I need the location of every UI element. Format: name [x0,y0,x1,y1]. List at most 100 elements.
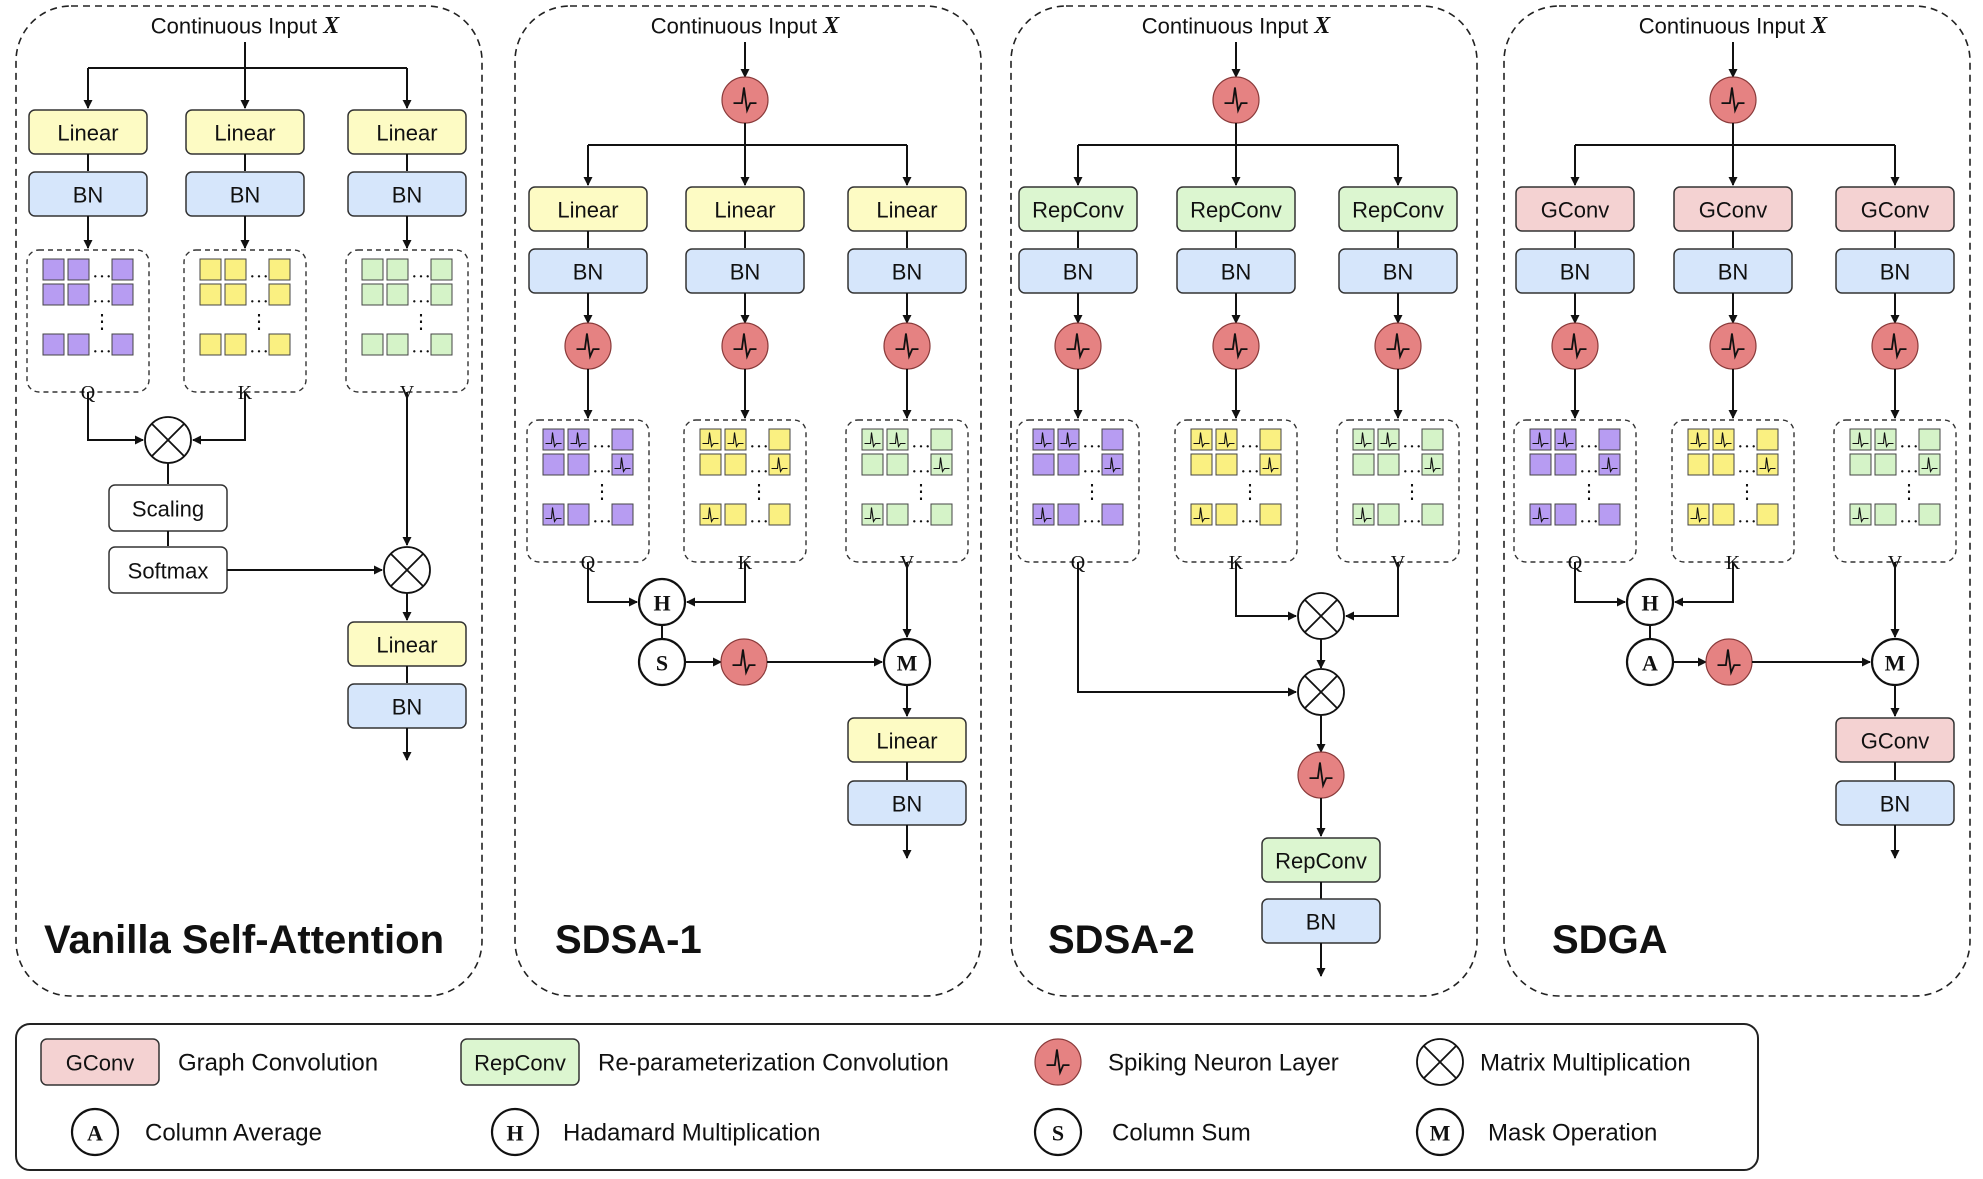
bn-block-label: BN [1560,260,1591,285]
matrix-vertical-ellipsis: ⋮ [1402,481,1422,503]
matrix-ellipsis: … [749,456,769,478]
matrix-cell [386,258,409,281]
cell-spike-icon [1690,432,1707,449]
spiking-neuron-icon [1709,322,1757,370]
matrix-ellipsis: … [911,506,931,528]
panel-title: SDGA [1552,918,1668,962]
matrix-ellipsis: … [1899,456,1919,478]
matrix-cell [1712,453,1735,476]
input-variable: X [1810,13,1828,39]
matrix-cell [386,333,409,356]
cell-spike-icon [1035,507,1052,524]
legend-label-mask: Mask Operation [1488,1120,1657,1147]
matrix-cell [1057,503,1080,526]
gconv-block-label: GConv [1699,198,1767,223]
matrix-q: ………⋮Q [26,249,150,404]
matrix-q-frame [1016,419,1140,563]
panel-frame [1010,5,1478,997]
matrix-q-frame [526,419,650,563]
cell-spike-icon [864,432,881,449]
spike-waveform-icon [895,333,919,360]
matrix-cell [268,333,291,356]
cell-spike-icon [570,432,587,449]
matrix-cell [611,428,634,451]
panel-title: SDSA-2 [1048,918,1195,962]
linear-block: Linear [528,186,648,232]
matrix-cell [111,333,134,356]
connector [1345,562,1399,621]
matrix-cell [724,453,747,476]
spiking-neuron-icon [883,322,931,370]
mask-op-letter: M [1885,651,1906,676]
repconv-block: RepConv [1338,186,1458,232]
cell-spike-icon [889,432,906,449]
bn-block: BN [185,171,305,217]
legend-hadamard-icon-letter: H [506,1121,523,1146]
matrix-cell [1918,503,1941,526]
linear-block: Linear [347,621,467,667]
linear-block-label: Linear [376,121,437,146]
matrix-k: ………⋮K [1671,419,1795,574]
linear-block-label: Linear [876,729,937,754]
bn-block-label: BN [1063,260,1094,285]
linear-block: Linear [28,109,148,155]
cell-spike-icon [1601,457,1618,474]
bn-block: BN [1835,248,1955,294]
spike-waveform-icon [1721,333,1745,360]
cell-spike-icon [1355,507,1372,524]
matrix-cell [361,258,384,281]
panel-frame [514,5,982,997]
repconv-block-label: RepConv [1190,198,1282,223]
scaling-block: Scaling [108,484,228,532]
legend-label-repconv: Re-parameterization Convolution [598,1050,949,1077]
matrix-q: ………⋮Q [1513,419,1637,574]
matrix-ellipsis: … [749,506,769,528]
connector [1674,562,1734,607]
linear-block: Linear [847,717,967,763]
matrix-cell [386,283,409,306]
matrix-ellipsis: … [1899,431,1919,453]
matrix-k-frame [1174,419,1298,563]
matrix-v-frame [345,249,469,393]
legend-average-icon-circle [70,1107,120,1157]
legend-sum-icon-circle [1033,1107,1083,1157]
hadamard-op: H [637,577,687,627]
linear-block-label: Linear [57,121,118,146]
matrix-q-frame [1513,419,1637,563]
matrix-ellipsis: … [592,431,612,453]
matrix-ellipsis: … [592,506,612,528]
cell-spike-icon [702,432,719,449]
matrix-v: ………⋮V [1336,419,1460,574]
connector [192,392,246,445]
column-average-op: A [1625,637,1675,687]
legend-label-sum: Column Sum [1112,1120,1251,1147]
cell-spike-icon [1852,432,1869,449]
legend-mask-icon-circle [1415,1107,1465,1157]
matrix-cell [67,333,90,356]
matrix-cell [67,258,90,281]
matrix-cell [567,453,590,476]
connector [1077,562,1297,697]
legend-mask-icon: M [1415,1107,1465,1157]
matrix-cell [42,333,65,356]
matrix-cell [567,503,590,526]
cell-spike-icon [1532,507,1549,524]
matrix-cell [1259,428,1282,451]
cell-spike-icon [1355,432,1372,449]
matrix-cell [430,333,453,356]
spiking-neuron-icon [1212,76,1260,124]
spike-waveform-icon [1563,333,1587,360]
matrix-cell [1554,503,1577,526]
matrix-cell [1918,428,1941,451]
matrix-cell [199,283,222,306]
matrix-vertical-ellipsis: ⋮ [1579,481,1599,503]
matrix-cell [111,258,134,281]
matrix-cell [1421,428,1444,451]
matrix-ellipsis: … [411,336,431,358]
linear-block: Linear [685,186,805,232]
linear-block-label: Linear [214,121,275,146]
matrix-cell [611,503,634,526]
column-sum-op: S [637,637,687,687]
